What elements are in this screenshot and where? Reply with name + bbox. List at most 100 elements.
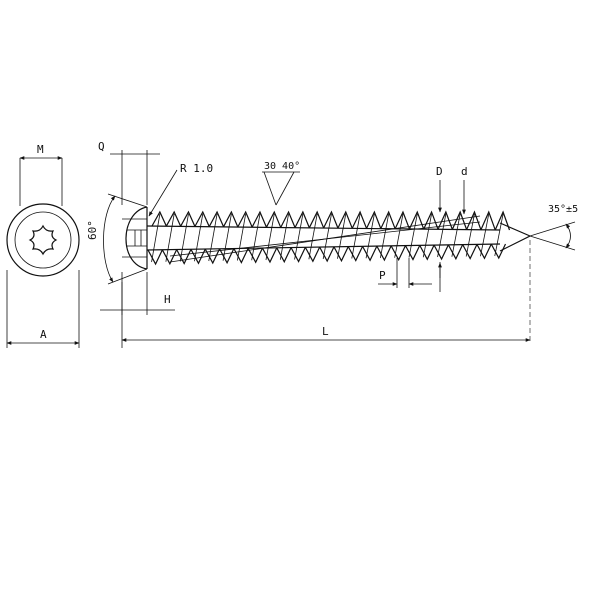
label-head-angle: 60° xyxy=(86,220,99,240)
thread-tooth-top xyxy=(180,210,196,227)
thread-flank xyxy=(294,213,304,260)
torx-recess-icon xyxy=(28,224,58,256)
thread-flank xyxy=(351,213,361,259)
thread-tooth-bottom xyxy=(404,245,421,261)
label-dia-minor: d xyxy=(461,165,468,178)
thread-tooth-top xyxy=(265,210,282,228)
thread-tooth-top xyxy=(480,210,496,231)
thread-tooth-top xyxy=(308,210,325,229)
thread-tooth-bottom xyxy=(319,246,335,263)
thread-flank xyxy=(422,213,432,258)
label-thread-angle: 30 40° xyxy=(264,161,300,172)
thread-flank xyxy=(151,213,161,263)
label-dia-major: D xyxy=(436,165,443,178)
thread-flank xyxy=(480,213,490,257)
thread-flank xyxy=(208,213,218,262)
thread-tooth-top xyxy=(423,210,439,230)
thread-flank xyxy=(437,213,447,258)
thread-tooth-bottom xyxy=(390,245,406,262)
thread-tooth-bottom xyxy=(161,249,178,266)
thread-flank xyxy=(408,213,418,258)
thread-tooth-top xyxy=(222,210,239,228)
dimension-tip-angle: 35°±5 xyxy=(529,204,578,251)
thread-tooth-top xyxy=(208,210,225,227)
thread-flank xyxy=(337,213,347,259)
thread-flank xyxy=(308,213,318,260)
thread-tooth-top xyxy=(394,210,410,230)
label-r: R 1.0 xyxy=(180,162,213,175)
label-m: M xyxy=(37,143,44,156)
thread-tooth-bottom xyxy=(204,248,221,265)
thread-tooth-top xyxy=(365,210,382,229)
thread-tooth-bottom xyxy=(376,245,392,262)
thread-flank xyxy=(465,213,475,257)
label-tip-angle: 35°±5 xyxy=(548,204,578,215)
thread-flank xyxy=(179,213,189,262)
thread-tooth-bottom xyxy=(276,247,292,264)
thread-flank xyxy=(451,213,461,257)
thread-flank xyxy=(265,213,275,261)
label-q: Q xyxy=(98,140,105,153)
dimension-a: A xyxy=(6,270,80,348)
thread-flank xyxy=(494,213,504,257)
thread-flank xyxy=(222,213,232,261)
thread-tooth-top xyxy=(380,210,396,229)
thread-flank xyxy=(394,213,404,258)
dimension-diameters: D d xyxy=(436,165,468,292)
thread-tooth-top xyxy=(337,210,353,229)
thread-flank xyxy=(251,213,261,261)
thread-tooth-top xyxy=(351,210,368,229)
thread-tooth-top xyxy=(194,210,210,227)
thread-flank xyxy=(379,213,390,259)
thread-tooth-top xyxy=(251,210,267,228)
thread-tooth-top xyxy=(165,210,182,227)
thread-tooth-top xyxy=(437,210,453,230)
screw-head xyxy=(125,206,148,270)
thread-tooth-top xyxy=(280,210,296,228)
head-inner-circle xyxy=(14,211,72,269)
thread-tooth-bottom xyxy=(304,246,321,263)
thread-flank xyxy=(322,213,332,260)
thread-tooth-bottom xyxy=(462,244,478,260)
dimension-l: L xyxy=(121,240,531,348)
label-a: A xyxy=(40,328,47,341)
label-h: H xyxy=(164,293,171,306)
thread-tooth-bottom xyxy=(419,244,435,261)
thread-flank xyxy=(194,213,204,262)
thread-tooth-bottom xyxy=(347,246,364,262)
thread-flank xyxy=(279,213,289,260)
thread-tooth-bottom xyxy=(476,243,492,260)
thread-tooth-bottom xyxy=(333,246,349,263)
label-l: L xyxy=(322,325,329,338)
dimension-pitch: P xyxy=(378,258,432,288)
thread-tooth-bottom xyxy=(190,248,206,265)
thread-tooth-top xyxy=(451,210,468,230)
thread-tooth-top xyxy=(494,210,511,231)
label-p: P xyxy=(379,269,386,282)
thread-tooth-bottom xyxy=(261,247,278,264)
dimension-thread-angle: 30 40° xyxy=(262,161,300,206)
thread-tooth-bottom xyxy=(447,244,464,261)
thread-tooth-bottom xyxy=(176,249,192,265)
thread-flank xyxy=(165,213,175,262)
dimension-r: R 1.0 xyxy=(148,162,213,217)
screw-side-view xyxy=(122,206,532,270)
thread-tooth-bottom xyxy=(147,249,163,266)
thread-flank xyxy=(236,213,247,261)
thread-tooth-top xyxy=(294,210,310,228)
thread-tooth-top xyxy=(151,210,167,227)
thread-tooth-bottom xyxy=(361,245,378,262)
thread-tooth-bottom xyxy=(290,247,306,263)
thread-teeth xyxy=(147,210,511,266)
dimension-q: Q xyxy=(98,140,160,205)
thread-tooth-top xyxy=(408,210,425,230)
thread-tooth-bottom xyxy=(233,248,249,264)
thread-flank xyxy=(365,213,375,259)
thread-tooth-bottom xyxy=(218,248,235,265)
shank-core-top xyxy=(146,225,501,231)
head-outer-circle xyxy=(6,203,80,277)
thread-tooth-top xyxy=(323,210,339,229)
thread-tooth-top xyxy=(237,210,253,228)
thread-tooth-bottom xyxy=(433,244,449,261)
